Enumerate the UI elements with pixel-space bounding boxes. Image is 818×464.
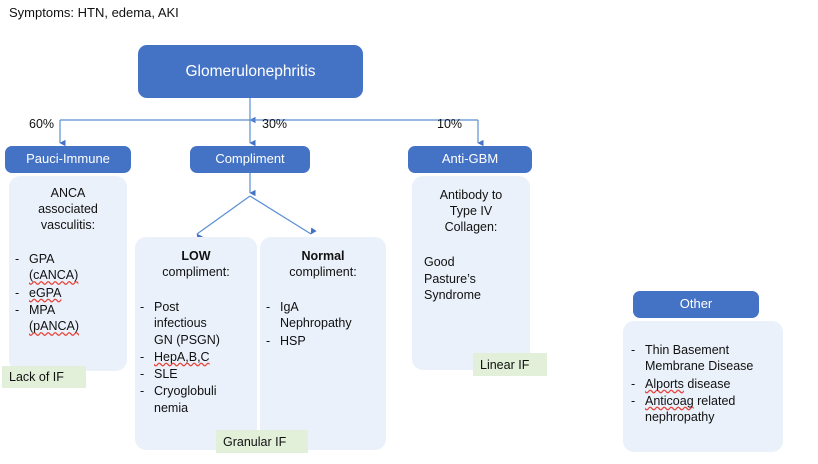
title-bold: LOW — [181, 249, 211, 263]
list-item: - Alports disease — [631, 376, 731, 391]
list-item-line: (pANCA) — [29, 319, 80, 333]
list-item-line: infectious — [154, 316, 207, 331]
title-rest: compliment: — [162, 265, 230, 279]
list-item-line: Membrane Disease — [645, 359, 754, 374]
node-anti-gbm[interactable]: Anti-GBM — [408, 146, 532, 173]
bullet-dash: - — [631, 376, 636, 391]
panel-low-compliment: LOW compliment: - Post infectious GN (PS… — [135, 237, 257, 450]
list-item-line: HSP — [280, 333, 306, 348]
title-rest: compliment: — [289, 265, 357, 279]
bullet-dash: - — [140, 300, 145, 314]
low-compliment-list: - Post infectious GN (PSGN) - HepA,B,C -… — [140, 299, 253, 416]
bullet-dash: - — [15, 252, 20, 266]
symptoms-line: Symptoms: HTN, edema, AKI — [9, 5, 179, 20]
list-item-line: Thin Basement — [645, 343, 730, 357]
node-pauci-immune[interactable]: Pauci-Immune — [5, 146, 131, 173]
list-item: - IgA Nephropathy — [266, 299, 382, 332]
antigbm-heading: Antibody to Type IV Collagen: — [439, 188, 503, 234]
bullet-dash: - — [631, 343, 636, 357]
list-item-line: MPA — [29, 302, 56, 317]
bullet-dash: - — [266, 333, 271, 348]
bullet-dash: - — [140, 367, 145, 381]
percent-pauci: 60% — [29, 117, 55, 131]
bullet-dash: - — [140, 384, 145, 399]
tag-linear-if: Linear IF — [473, 353, 547, 376]
normal-compliment-title: Normal compliment: — [265, 248, 381, 280]
list-item: - HepA,B,C — [140, 349, 253, 365]
node-compliment[interactable]: Compliment — [190, 146, 310, 173]
antigbm-body: Good Pasture’s Syndrome — [424, 255, 481, 302]
node-other[interactable]: Other — [633, 291, 759, 318]
list-item-line: Post — [154, 300, 180, 314]
list-item-line: IgA — [280, 300, 299, 314]
list-item-line: nephropathy — [645, 410, 715, 424]
percent-compliment: 30% — [262, 117, 288, 131]
list-item-line: Anticoag — [645, 393, 694, 408]
other-list: - Thin Basement Membrane Disease - Alpor… — [631, 342, 777, 425]
pauci-heading: ANCA associated vasculitis: — [38, 186, 98, 232]
title-bold: Normal — [301, 249, 345, 263]
list-item: - Post infectious GN (PSGN) — [140, 299, 253, 348]
bullet-dash: - — [15, 302, 20, 317]
pauci-list: - GPA (cANCA) - eGPA - MPA (pANCA) — [15, 251, 123, 334]
list-item-line: GPA — [29, 252, 55, 266]
list-item-line: SLE — [154, 367, 178, 381]
node-glomerulonephritis[interactable]: Glomerulonephritis — [138, 45, 363, 98]
bullet-dash: - — [266, 300, 271, 314]
panel-other: - Thin Basement Membrane Disease - Alpor… — [623, 321, 783, 452]
list-item: - Anticoag related nephropathy — [631, 393, 736, 424]
panel-pauci-immune: ANCA associated vasculitis: - GPA (cANCA… — [9, 176, 127, 371]
percent-antigbm: 10% — [437, 117, 463, 131]
list-item: - Cryoglobuli nemia — [140, 383, 253, 416]
bullet-dash: - — [631, 393, 636, 408]
bullet-dash: - — [140, 349, 145, 364]
list-item-line: Nephropathy — [280, 316, 352, 331]
panel-normal-compliment: Normal compliment: - IgA Nephropathy - H… — [260, 237, 386, 450]
list-item: - MPA (pANCA) — [15, 302, 123, 335]
list-item: - eGPA — [15, 285, 123, 301]
panel-anti-gbm: Antibody to Type IV Collagen: Good Pastu… — [412, 176, 530, 370]
bullet-dash: - — [15, 285, 20, 300]
list-item: - GPA (cANCA) — [15, 251, 123, 284]
list-item-line: GN (PSGN) — [154, 332, 220, 347]
list-item-line: Cryoglobuli — [154, 384, 217, 399]
normal-compliment-list: - IgA Nephropathy - HSP — [266, 299, 382, 349]
list-item: - HSP — [266, 333, 382, 349]
list-item: - SLE — [140, 366, 253, 382]
list-item-line: Alports — [645, 376, 684, 391]
list-item-line: (cANCA) — [29, 268, 79, 283]
list-item: - Thin Basement Membrane Disease — [631, 342, 777, 375]
list-item-line: HepA,B,C — [154, 349, 210, 364]
tag-lack-of-if: Lack of IF — [2, 366, 86, 388]
list-item-line: nemia — [154, 400, 189, 415]
low-compliment-title: LOW compliment: — [140, 248, 252, 280]
list-item-line: eGPA — [29, 285, 62, 300]
tag-granular-if: Granular IF — [216, 430, 308, 453]
